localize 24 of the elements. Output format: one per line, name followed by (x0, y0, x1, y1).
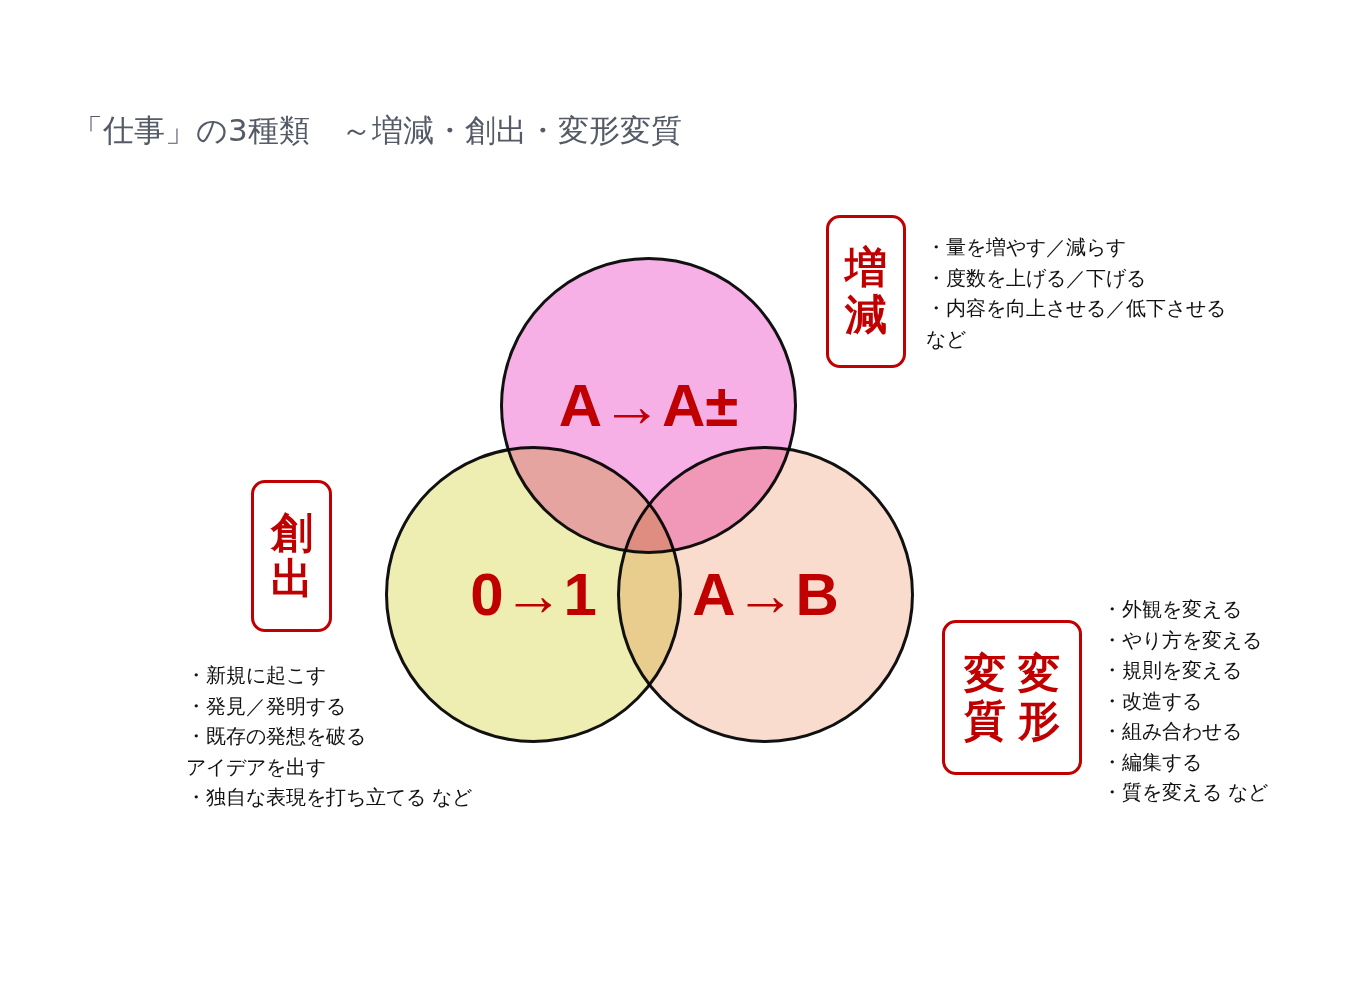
category-label: 増減 (845, 245, 887, 338)
bullet-item: ・独自な表現を打ち立てる など (186, 784, 474, 811)
bullet-item: ・既存の発想を破るアイデアを出す (186, 723, 367, 781)
formula-label: A→A± (558, 371, 739, 440)
category-stamp (942, 620, 1082, 775)
title: 「仕事」の3種類 ～増減・創出・変形変質 (72, 111, 682, 150)
bullet-item: ・組み合わせる (1102, 718, 1243, 745)
bullet-item: ・量を増やす／減らす (926, 234, 1127, 261)
formula-label: 0→1 (470, 560, 597, 629)
category-stamp (826, 215, 906, 368)
bullet-item: ・新規に起こす (186, 662, 327, 689)
bullet-item: ・発見／発明する (186, 692, 347, 720)
bullet-item: ・規則を変える (1102, 657, 1243, 684)
category-label: 創出 (270, 509, 313, 603)
formula-label: A→B (692, 560, 839, 629)
bullet-item: ・質を変える など (1102, 779, 1270, 806)
bullet-item: ・改造する (1102, 687, 1203, 715)
bullet-item: ・度数を上げる／下げる (926, 264, 1147, 292)
bullet-item: ・外観を変える (1102, 596, 1243, 623)
bullet-item: ・内容を向上させる／低下させるなど (926, 295, 1227, 353)
bullet-item: ・やり方を変える (1102, 626, 1263, 654)
category-stamp (251, 480, 332, 632)
category-label: 変形変質 (964, 651, 1060, 744)
bullet-item: ・編集する (1102, 748, 1203, 776)
